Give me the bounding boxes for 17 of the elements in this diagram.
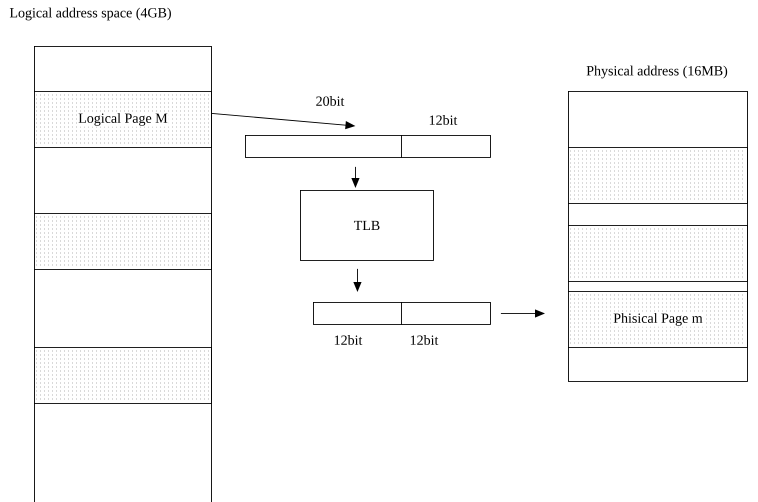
page-band — [34, 347, 212, 404]
tlb-box: TLB — [300, 190, 434, 261]
page-band — [568, 147, 748, 204]
column-heading: Logical address space (4GB) — [10, 8, 171, 20]
page-band — [34, 213, 212, 270]
page-band: Logical Page M — [34, 91, 212, 148]
bit-label: 12bit — [430, 115, 458, 125]
register-field — [401, 302, 491, 325]
register-field — [401, 135, 491, 158]
bit-label: 12bit — [410, 335, 438, 345]
register-field — [313, 302, 402, 325]
register-field — [245, 135, 402, 158]
bit-label: 12bit — [334, 335, 362, 345]
page-band: Phisical Page m — [568, 291, 748, 348]
column-heading: Physical address (16MB) — [586, 66, 728, 78]
page-band — [568, 225, 748, 282]
bit-label: 20bit — [316, 96, 344, 106]
